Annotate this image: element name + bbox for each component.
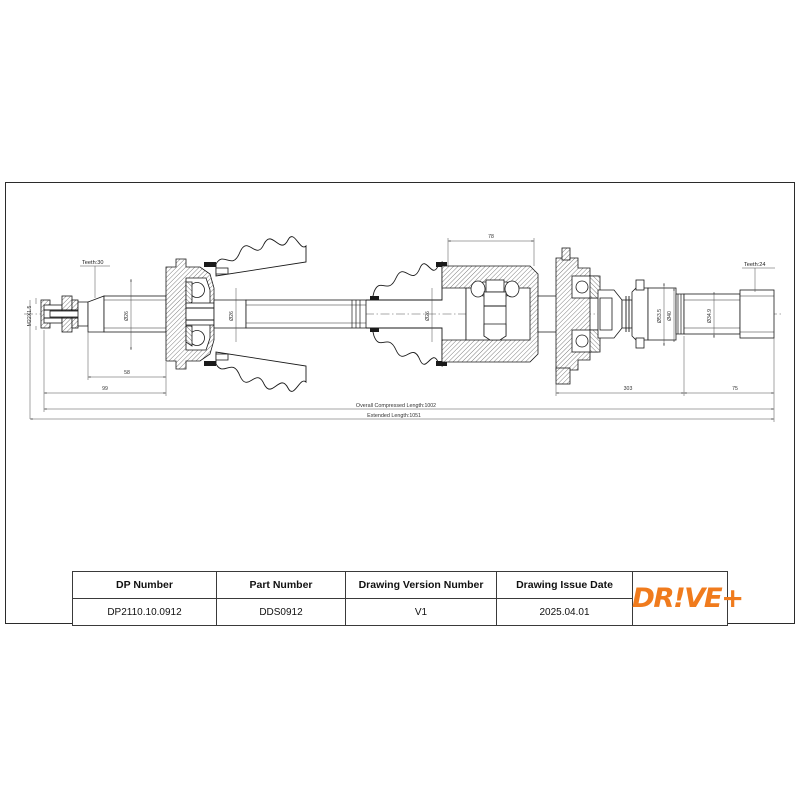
header-drawing-issue-date: Drawing Issue Date bbox=[496, 571, 633, 599]
value-part-number: DDS0912 bbox=[216, 598, 346, 626]
header-part-number: Part Number bbox=[216, 571, 346, 599]
header-dp-number: DP Number bbox=[72, 571, 217, 599]
drawing-frame-border bbox=[5, 182, 795, 624]
value-drawing-issue-date: 2025.04.01 bbox=[496, 598, 633, 626]
drive-plus-logo: DR!VE+ bbox=[632, 583, 744, 614]
logo-exclamation-icon: ! bbox=[673, 583, 686, 614]
header-drawing-version-number: Drawing Version Number bbox=[345, 571, 497, 599]
title-block-header-row: DP Number Part Number Drawing Version Nu… bbox=[72, 571, 744, 626]
title-block-value-row: DP2110.10.0912 DDS0912 V1 2025.04.01 bbox=[72, 598, 728, 626]
brand-logo-cell: DR!VE+ bbox=[632, 571, 744, 626]
value-drawing-version-number: V1 bbox=[345, 598, 497, 626]
logo-text-left: DR bbox=[632, 583, 675, 614]
value-dp-number: DP2110.10.0912 bbox=[72, 598, 217, 626]
logo-text-right: VE+ bbox=[684, 583, 744, 614]
title-block-table: DP Number Part Number Drawing Version Nu… bbox=[72, 571, 744, 626]
